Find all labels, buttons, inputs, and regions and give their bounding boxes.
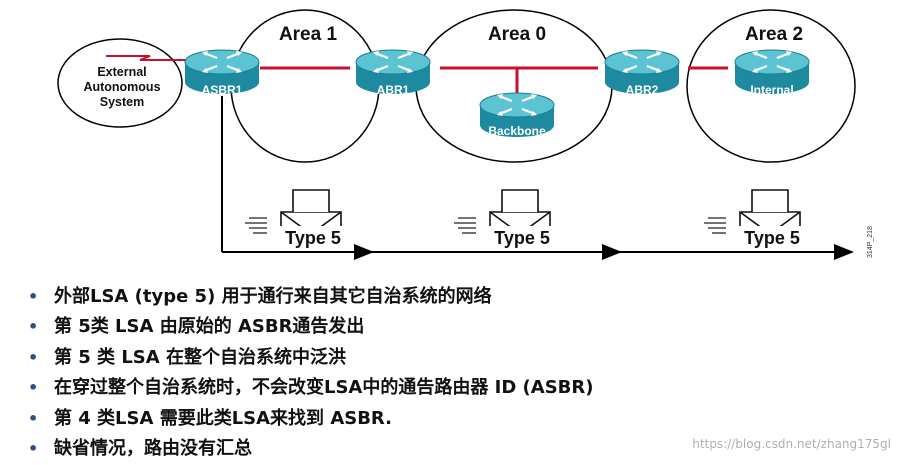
external-as-label-line-1: External bbox=[97, 65, 146, 79]
bullet-icon: • bbox=[28, 408, 39, 428]
router-asbr1-label: ASBR1 bbox=[202, 83, 243, 97]
lsa-envelope-1-label: Type 5 bbox=[285, 228, 341, 248]
router-abr1-label: ABR1 bbox=[377, 83, 410, 97]
router-internal: Internal bbox=[733, 48, 811, 97]
bullet-text: 在穿过整个自治系统时，不会改变LSA中的通告路由器 ID (ASBR) bbox=[54, 377, 594, 399]
bullet-text: 外部LSA (type 5) 用于通行来自其它自治系统的网络 bbox=[54, 286, 492, 307]
bullet-text: 第 4 类LSA 需要此类LSA来找到 ASBR. bbox=[54, 407, 392, 429]
bullet-item: • 缺省情况，路由没有汇总 bbox=[28, 434, 888, 464]
lsa-envelope-2-label: Type 5 bbox=[494, 228, 550, 248]
external-as-label-line-3: System bbox=[100, 95, 144, 109]
area-2-boundary bbox=[686, 9, 856, 163]
bullet-text: 缺省情况，路由没有汇总 bbox=[54, 437, 252, 459]
external-as-boundary bbox=[57, 38, 183, 128]
lsa-envelope-2: Type 5 bbox=[453, 189, 560, 248]
network-links bbox=[260, 66, 728, 98]
figure-id: 314P_218 bbox=[867, 226, 874, 258]
bullet-item: • 外部LSA (type 5) 用于通行来自其它自治系统的网络 bbox=[28, 282, 888, 312]
router-internal-label: Internal bbox=[750, 83, 793, 97]
bullet-text: 第 5 类 LSA 在整个自治系统中泛洪 bbox=[54, 346, 346, 368]
bullet-item: • 第 4 类LSA 需要此类LSA来找到 ASBR. bbox=[28, 404, 888, 434]
external-as-label-line-2: Autonomous bbox=[83, 80, 160, 94]
lsa-envelope-1: Type 5 bbox=[244, 189, 351, 248]
bullet-item: • 在穿过整个自治系统时，不会改变LSA中的通告路由器 ID (ASBR) bbox=[28, 373, 888, 403]
router-backbone: Backbone bbox=[478, 91, 556, 139]
bullet-icon: • bbox=[28, 317, 39, 337]
bullet-icon: • bbox=[28, 347, 39, 367]
router-abr1: ABR1 bbox=[354, 48, 432, 97]
watermark: https://blog.csdn.net/zhang175gl bbox=[692, 437, 891, 451]
bullet-list: • 外部LSA (type 5) 用于通行来自其它自治系统的网络 • 第 5类 LS… bbox=[28, 282, 888, 464]
bullet-icon: • bbox=[28, 438, 39, 458]
lsa-envelope-3: Type 5 bbox=[703, 189, 810, 248]
bullet-icon: • bbox=[28, 287, 39, 306]
router-abr2-label: ABR2 bbox=[626, 83, 659, 97]
bullet-item: • 第 5 类 LSA 在整个自治系统中泛洪 bbox=[28, 343, 888, 373]
bullet-text: 第 5类 LSA 由原始的 ASBR通告发出 bbox=[54, 316, 365, 338]
area-2-label: Area 2 bbox=[745, 24, 803, 45]
router-abr2: ABR2 bbox=[603, 48, 681, 97]
area-0-label: Area 0 bbox=[488, 24, 546, 45]
external-link-lightning-icon bbox=[106, 55, 186, 61]
router-asbr1: ASBR1 bbox=[183, 48, 261, 97]
router-backbone-label: Backbone bbox=[488, 124, 546, 138]
bullet-icon: • bbox=[28, 378, 39, 398]
bullet-item: • 第 5类 LSA 由原始的 ASBR通告发出 bbox=[28, 312, 888, 342]
area-1-label: Area 1 bbox=[279, 24, 338, 45]
lsa-flood-path bbox=[221, 96, 854, 260]
lsa-envelope-3-label: Type 5 bbox=[744, 228, 800, 248]
ospf-lsa-type5-diagram: Area 1 Area 0 Area 2 External Autonomous… bbox=[57, 9, 874, 260]
